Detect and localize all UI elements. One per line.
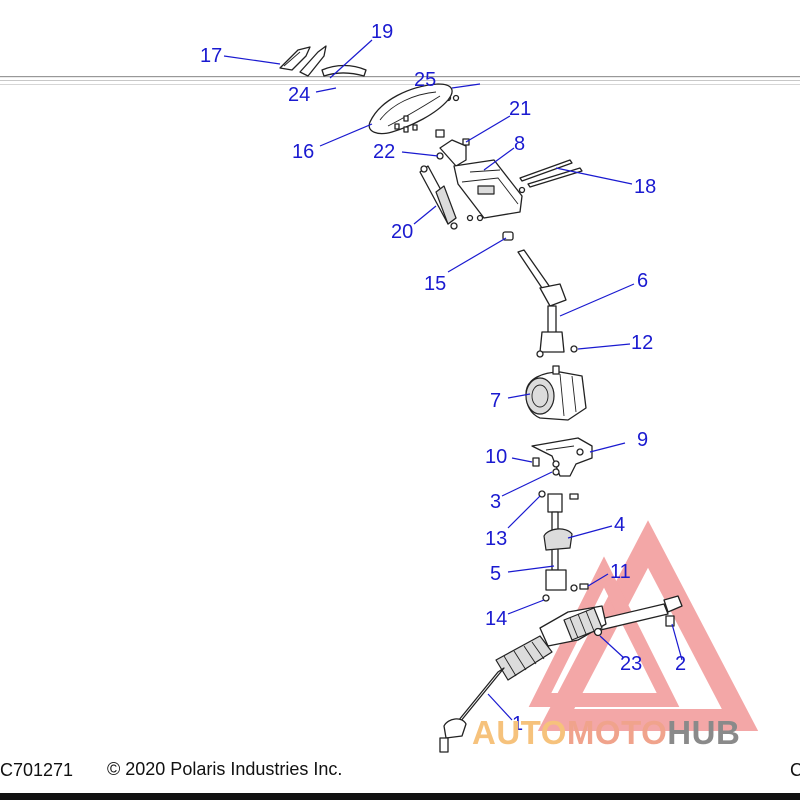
callout-8: 8 bbox=[514, 133, 525, 155]
part-10-bolt bbox=[532, 457, 540, 467]
part-3-washers bbox=[552, 460, 560, 476]
callout-3: 3 bbox=[490, 491, 501, 513]
part-11-bolt bbox=[579, 583, 589, 590]
callout-10: 10 bbox=[485, 446, 507, 468]
callout-1: 1 bbox=[512, 713, 523, 735]
copyright-notice: © 2020 Polaris Industries Inc. bbox=[107, 759, 343, 779]
callout-15: 15 bbox=[424, 273, 446, 295]
callout-12: 12 bbox=[631, 332, 653, 354]
callout-19: 19 bbox=[371, 21, 393, 43]
callout-labels: 1 2 3 4 5 6 7 8 9 10 11 12 13 14 15 16 1… bbox=[200, 21, 686, 735]
callout-4: 4 bbox=[614, 514, 625, 536]
callout-6: 6 bbox=[637, 270, 648, 292]
watermark-moto: MOTO bbox=[566, 714, 668, 751]
footer-right-partial: C bbox=[790, 760, 800, 780]
callout-14: 14 bbox=[485, 608, 507, 630]
callout-13: 13 bbox=[485, 528, 507, 550]
callout-20: 20 bbox=[391, 221, 413, 243]
callout-24: 24 bbox=[288, 84, 310, 106]
watermark-hub: HUB bbox=[667, 714, 741, 751]
callout-22: 22 bbox=[373, 141, 395, 163]
callout-5: 5 bbox=[490, 563, 501, 585]
callout-2: 2 bbox=[675, 653, 686, 675]
callout-25: 25 bbox=[414, 69, 436, 91]
callout-18: 18 bbox=[634, 176, 656, 198]
leader-lines bbox=[223, 39, 683, 721]
callout-9: 9 bbox=[637, 429, 648, 451]
part-14-nut bbox=[542, 594, 550, 602]
part-5-lower-shaft bbox=[545, 493, 578, 592]
part-4-boot bbox=[543, 528, 573, 551]
scan-artifact-band bbox=[0, 76, 800, 85]
callout-11: 11 bbox=[610, 561, 631, 583]
callout-16: 16 bbox=[292, 141, 314, 163]
part-17-cover bbox=[279, 46, 311, 71]
part-16-steering-wheel bbox=[368, 83, 453, 138]
part-13-nut bbox=[538, 490, 579, 500]
callout-21: 21 bbox=[509, 98, 531, 120]
callout-17: 17 bbox=[200, 45, 222, 67]
watermark-text: AUTOMOTOHUB bbox=[472, 714, 740, 752]
watermark-auto: AUTO bbox=[472, 714, 567, 751]
part-7-power-steering-unit bbox=[525, 365, 587, 421]
drawing-id: C701271 bbox=[0, 760, 74, 780]
bottom-rule bbox=[0, 793, 800, 800]
part-24-lever bbox=[299, 45, 367, 77]
part-6-upper-shaft bbox=[517, 249, 578, 358]
steering-rack-assembly bbox=[439, 595, 683, 753]
part-20-gas-strut bbox=[419, 165, 458, 230]
part-9-mount-bracket bbox=[531, 437, 593, 477]
callout-23: 23 bbox=[620, 653, 642, 675]
callout-7: 7 bbox=[490, 390, 501, 412]
part-8-column-bracket bbox=[439, 139, 526, 222]
part-18-pivot-bolts bbox=[519, 159, 583, 188]
